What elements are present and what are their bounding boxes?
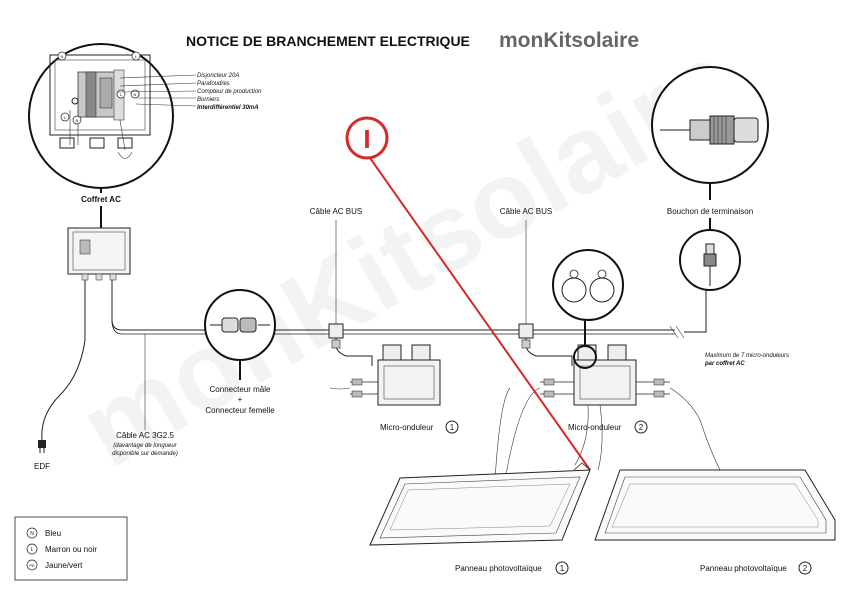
label-panel1: Panneau photovoltaïque [455, 564, 542, 573]
ac-box-detail: N L L N L N [28, 43, 197, 189]
end-cap-zoom [651, 66, 769, 184]
label-cable-3g: Câble AC 3G2.5 [116, 431, 174, 440]
warning-symbol: I [363, 124, 370, 154]
marker-l-top: L [135, 54, 138, 59]
callout-compteur: Compteur de production [197, 89, 262, 95]
t-connector-1 [328, 323, 373, 366]
callout-disjoncteur: Disjoncteur 20A [197, 73, 239, 79]
legend-symbol-n: N [30, 531, 34, 537]
label-coffret-ac: Coffret AC [81, 195, 121, 204]
warning-marker: I [345, 116, 389, 160]
cable-edf [41, 280, 86, 441]
label-max-note1: Maximum de 7 micro-onduleurs [705, 353, 789, 359]
label-panel2: Panneau photovoltaïque [700, 564, 787, 573]
coffret-ac-box [67, 227, 131, 281]
mounting-clips-zoom [552, 249, 624, 321]
label-cable-ac-bus-2: Câble AC BUS [500, 207, 552, 216]
warning-line [369, 157, 591, 471]
legend-text-bleu: Bleu [45, 529, 61, 538]
panel2-number: 2 [803, 564, 808, 573]
label-cable-3g-note2: disponible sur demande) [112, 451, 178, 457]
legend-text-marron: Marron ou noir [45, 545, 97, 554]
legend-box: N Bleu L Marron ou noir PE Jaune/vert [14, 516, 128, 581]
label-cable-3g-note1: (davantage de longueur [113, 443, 177, 449]
label-connecteur-male: Connecteur mâle [210, 385, 271, 394]
label-micro2: Micro-onduleur [568, 423, 622, 432]
callout-interdiff: Interdifférentiel 30mA [197, 105, 259, 111]
label-edf: EDF [34, 462, 50, 471]
micro-inverter-2 [540, 344, 670, 406]
connector-zoom [204, 289, 276, 361]
marker-l-right: L [120, 92, 123, 97]
micro-inverter-1 [350, 344, 441, 406]
micro1-number: 1 [450, 423, 455, 432]
callout-parafoudres: Parafoudres [197, 81, 230, 87]
label-max-note2: par coffret AC [704, 361, 745, 367]
marker-n-top: N [61, 54, 64, 59]
label-connecteur-plus: + [238, 395, 243, 404]
legend-text-jaune: Jaune/vert [45, 561, 83, 570]
panel1-number: 1 [560, 564, 565, 573]
end-cap-small-zoom [679, 229, 741, 291]
micro2-number: 2 [639, 423, 644, 432]
label-cable-ac-bus-1: Câble AC BUS [310, 207, 362, 216]
marker-l-left: L [64, 115, 67, 120]
ac-bus-cable-2 [111, 280, 675, 335]
marker-n-left: N [76, 118, 79, 123]
label-bouchon: Bouchon de terminaison [667, 207, 753, 216]
label-connecteur-femelle: Connecteur femelle [205, 406, 275, 415]
callout-borniers: Borniers [197, 97, 219, 103]
solar-panel-1 [369, 469, 591, 546]
legend-symbol-pe: PE [29, 563, 35, 568]
brand-logo: monKitsolaire [499, 29, 639, 52]
page-title: NOTICE DE BRANCHEMENT ELECTRIQUE [186, 33, 470, 49]
solar-panel-2 [594, 469, 836, 541]
marker-n-right: N [134, 92, 137, 97]
edf-plug [38, 440, 46, 453]
label-micro1: Micro-onduleur [380, 423, 434, 432]
legend-symbol-l: L [31, 547, 34, 553]
